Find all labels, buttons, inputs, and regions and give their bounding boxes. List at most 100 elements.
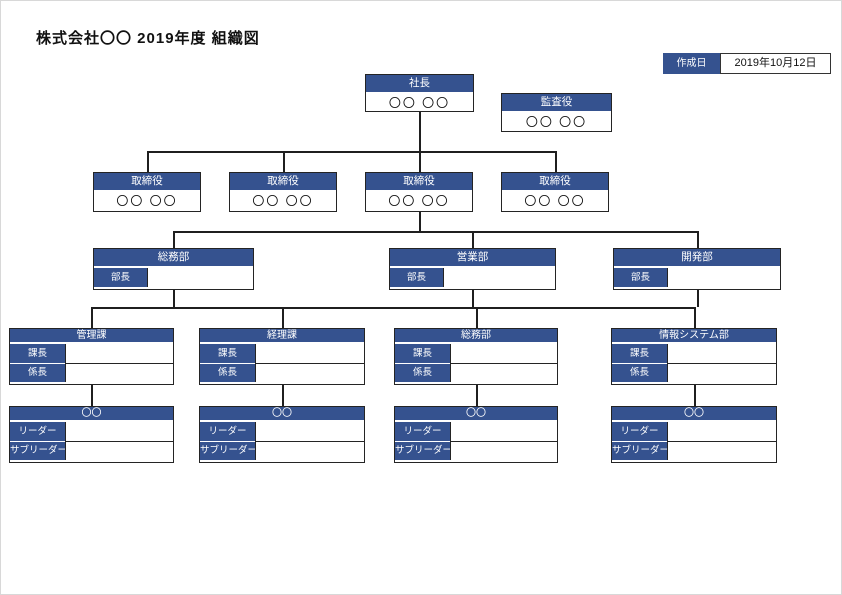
leader-label: リーダー bbox=[612, 422, 667, 441]
section-box-admin: 管理課 課長 係長 bbox=[9, 328, 174, 385]
director-title: 取締役 bbox=[366, 173, 472, 192]
section-chief-value-cell[interactable] bbox=[255, 344, 364, 363]
team-name: 〇〇 bbox=[612, 407, 776, 422]
section-chief-label: 課長 bbox=[395, 344, 450, 363]
subleader-label: サブリーダー bbox=[10, 441, 65, 460]
auditor-box: 監査役 〇〇 〇〇 bbox=[501, 93, 612, 132]
page-title: 株式会社〇〇 2019年度 組織図 bbox=[36, 30, 260, 47]
team-box-3: 〇〇 リーダー サブリーダー bbox=[394, 406, 558, 463]
subsection-chief-value-cell[interactable] bbox=[255, 363, 364, 382]
connector-line bbox=[694, 307, 696, 328]
manager-value-cell[interactable] bbox=[667, 268, 780, 287]
subleader-value-cell[interactable] bbox=[450, 441, 557, 460]
department-name: 総務部 bbox=[94, 249, 253, 268]
manager-label: 部長 bbox=[94, 268, 147, 287]
manager-value-cell[interactable] bbox=[443, 268, 555, 287]
leader-label: リーダー bbox=[395, 422, 450, 441]
team-name: 〇〇 bbox=[395, 407, 557, 422]
connector-line bbox=[476, 307, 478, 328]
section-chief-value-cell[interactable] bbox=[450, 344, 557, 363]
subsection-chief-label: 係長 bbox=[200, 363, 255, 382]
manager-label: 部長 bbox=[614, 268, 667, 287]
president-box: 社長 〇〇 〇〇 bbox=[365, 74, 474, 112]
department-name: 開発部 bbox=[614, 249, 780, 268]
section-chief-label: 課長 bbox=[10, 344, 65, 363]
leader-value-cell[interactable] bbox=[255, 422, 364, 441]
connector-line bbox=[476, 384, 478, 406]
subleader-value-cell[interactable] bbox=[667, 441, 776, 460]
connector-line bbox=[147, 151, 149, 172]
connector-line bbox=[282, 307, 284, 328]
connector-line bbox=[472, 231, 474, 248]
team-name: 〇〇 bbox=[200, 407, 364, 422]
connector-line bbox=[91, 307, 695, 309]
connector-line bbox=[555, 151, 557, 172]
director-box-1: 取締役 〇〇 〇〇 bbox=[93, 172, 201, 212]
section-name: 総務部 bbox=[395, 329, 557, 344]
section-chief-label: 課長 bbox=[200, 344, 255, 363]
connector-line bbox=[283, 151, 285, 172]
subsection-chief-value-cell[interactable] bbox=[450, 363, 557, 382]
subsection-chief-value-cell[interactable] bbox=[667, 363, 776, 382]
connector-line bbox=[91, 384, 93, 406]
section-name: 管理課 bbox=[10, 329, 173, 344]
director-title: 取締役 bbox=[94, 173, 200, 192]
subsection-chief-label: 係長 bbox=[612, 363, 667, 382]
subleader-label: サブリーダー bbox=[395, 441, 450, 460]
connector-line bbox=[173, 288, 175, 307]
connector-line bbox=[419, 212, 421, 231]
director-name: 〇〇 〇〇 bbox=[252, 194, 314, 208]
section-name: 情報システム部 bbox=[612, 329, 776, 344]
leader-value-cell[interactable] bbox=[65, 422, 173, 441]
department-box-sales: 営業部 部長 bbox=[389, 248, 556, 290]
director-name: 〇〇 〇〇 bbox=[524, 194, 586, 208]
connector-line bbox=[694, 384, 696, 406]
auditor-name: 〇〇 〇〇 bbox=[525, 115, 588, 129]
director-box-2: 取締役 〇〇 〇〇 bbox=[229, 172, 337, 212]
department-name: 営業部 bbox=[390, 249, 555, 268]
created-date-value[interactable]: 2019年10月12日 bbox=[720, 53, 831, 74]
created-date-label: 作成日 bbox=[663, 53, 720, 74]
manager-value-cell[interactable] bbox=[147, 268, 253, 287]
president-title: 社長 bbox=[366, 75, 473, 94]
subleader-label: サブリーダー bbox=[200, 441, 255, 460]
team-box-1: 〇〇 リーダー サブリーダー bbox=[9, 406, 174, 463]
section-box-general-affairs: 総務部 課長 係長 bbox=[394, 328, 558, 385]
section-chief-label: 課長 bbox=[612, 344, 667, 363]
team-name: 〇〇 bbox=[10, 407, 173, 422]
subsection-chief-value-cell[interactable] bbox=[65, 363, 173, 382]
section-chief-value-cell[interactable] bbox=[667, 344, 776, 363]
leader-value-cell[interactable] bbox=[667, 422, 776, 441]
connector-line bbox=[419, 112, 421, 172]
subleader-value-cell[interactable] bbox=[255, 441, 364, 460]
director-title: 取締役 bbox=[502, 173, 608, 192]
connector-line bbox=[697, 288, 699, 307]
department-box-general-affairs: 総務部 部長 bbox=[93, 248, 254, 290]
director-box-3: 取締役 〇〇 〇〇 bbox=[365, 172, 473, 212]
section-chief-value-cell[interactable] bbox=[65, 344, 173, 363]
section-name: 経理課 bbox=[200, 329, 364, 344]
team-box-4: 〇〇 リーダー サブリーダー bbox=[611, 406, 777, 463]
director-name: 〇〇 〇〇 bbox=[388, 194, 450, 208]
director-name: 〇〇 〇〇 bbox=[116, 194, 178, 208]
subsection-chief-label: 係長 bbox=[395, 363, 450, 382]
auditor-title: 監査役 bbox=[502, 94, 611, 113]
leader-label: リーダー bbox=[10, 422, 65, 441]
connector-line bbox=[147, 151, 556, 153]
department-box-development: 開発部 部長 bbox=[613, 248, 781, 290]
subleader-value-cell[interactable] bbox=[65, 441, 173, 460]
section-box-accounting: 経理課 課長 係長 bbox=[199, 328, 365, 385]
connector-line bbox=[282, 384, 284, 406]
director-box-4: 取締役 〇〇 〇〇 bbox=[501, 172, 609, 212]
connector-line bbox=[173, 231, 175, 248]
section-box-info-systems: 情報システム部 課長 係長 bbox=[611, 328, 777, 385]
manager-label: 部長 bbox=[390, 268, 443, 287]
leader-value-cell[interactable] bbox=[450, 422, 557, 441]
president-name: 〇〇 〇〇 bbox=[388, 96, 451, 110]
subleader-label: サブリーダー bbox=[612, 441, 667, 460]
connector-line bbox=[697, 231, 699, 248]
connector-line bbox=[472, 288, 474, 307]
connector-line bbox=[91, 307, 93, 328]
connector-line bbox=[173, 231, 697, 233]
